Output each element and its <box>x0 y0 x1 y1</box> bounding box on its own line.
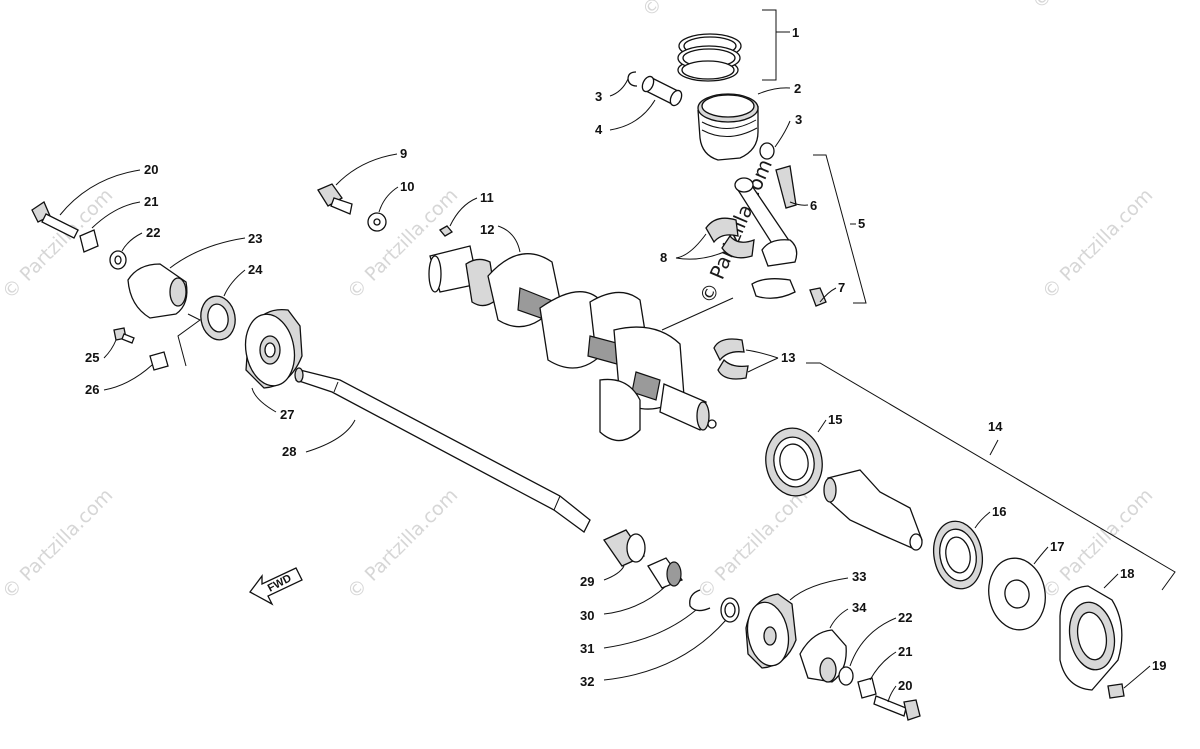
watermark: © Partzilla.com <box>693 484 812 603</box>
bearing-cover <box>1059 585 1123 691</box>
main-bearing <box>713 338 749 380</box>
callout-27: 27 <box>280 407 294 422</box>
callout-20: 20 <box>144 162 158 177</box>
needle-bearing <box>200 295 236 341</box>
callout-4: 4 <box>595 122 603 137</box>
callout-30: 30 <box>580 608 594 623</box>
callout-32: 32 <box>580 674 594 689</box>
balance-gear <box>745 593 797 669</box>
lock-tab <box>79 229 99 253</box>
ball-bearing <box>765 427 823 497</box>
callout-12: 12 <box>480 222 494 237</box>
fwd-label: FWD <box>266 572 294 594</box>
connecting-rod-bearing <box>705 217 755 259</box>
callout-16: 16 <box>992 504 1006 519</box>
callout-19: 19 <box>1152 658 1166 673</box>
callout-24: 24 <box>248 262 263 277</box>
watermark: © Partzilla.com <box>1038 184 1157 303</box>
callout-14: 14 <box>988 419 1003 434</box>
drive-gear <box>244 308 303 389</box>
washer <box>367 212 387 232</box>
bushing <box>603 529 646 567</box>
washer <box>838 666 854 686</box>
watermark: © Partzilla.com <box>343 484 462 603</box>
callout-18: 18 <box>1120 566 1134 581</box>
piston-rings <box>677 33 742 82</box>
callout-10: 10 <box>400 179 414 194</box>
balance-weight <box>799 629 847 683</box>
callout-21: 21 <box>898 644 912 659</box>
watermark: © Partzilla.com <box>638 0 757 22</box>
snap-ring <box>689 589 711 612</box>
crank-bolt <box>317 183 353 215</box>
callout-29: 29 <box>580 574 594 589</box>
callout-15: 15 <box>828 412 842 427</box>
cover-bolt <box>1107 683 1125 699</box>
washer <box>109 250 127 270</box>
callout-33: 33 <box>852 569 866 584</box>
callout-31: 31 <box>580 641 594 656</box>
needle-bearing-small <box>647 557 684 589</box>
oil-seal <box>932 520 984 590</box>
thrust-washer <box>720 597 740 623</box>
callout-20: 20 <box>898 678 912 693</box>
piston-pin <box>641 75 683 107</box>
output-shaft <box>823 469 923 551</box>
callout-3: 3 <box>595 89 602 104</box>
watermark: © Partzilla.com <box>0 484 117 603</box>
small-bolt <box>113 327 135 344</box>
balance-shaft <box>294 367 591 533</box>
callout-21: 21 <box>144 194 158 209</box>
callout-22: 22 <box>898 610 912 625</box>
callout-11: 11 <box>480 190 494 205</box>
lock-plate <box>149 351 169 371</box>
callout-28: 28 <box>282 444 296 459</box>
callout-7: 7 <box>838 280 845 295</box>
callout-1: 1 <box>792 25 799 40</box>
callout-labels: 1 2 3 3 4 5 6 7 8 9 10 11 12 13 14 15 16… <box>85 25 1166 693</box>
callout-13: 13 <box>781 350 795 365</box>
callout-9: 9 <box>400 146 407 161</box>
connecting-rod <box>734 165 827 307</box>
callout-25: 25 <box>85 350 99 365</box>
callout-23: 23 <box>248 231 262 246</box>
piston <box>697 93 759 161</box>
callout-3: 3 <box>795 112 802 127</box>
counterweight <box>127 263 188 319</box>
watermark: © Partzilla.com <box>0 184 117 303</box>
woodruff-key <box>439 225 453 237</box>
callout-2: 2 <box>794 81 801 96</box>
callout-8: 8 <box>660 250 667 265</box>
callout-34: 34 <box>852 600 867 615</box>
callout-5: 5 <box>858 216 865 231</box>
callout-22: 22 <box>146 225 160 240</box>
crankshaft <box>428 245 717 442</box>
bolt <box>31 201 79 239</box>
watermark: © Partzilla.com <box>1028 0 1147 14</box>
lock-tab <box>857 677 877 699</box>
bolt <box>873 695 921 721</box>
outer-bearing <box>988 557 1046 631</box>
callout-17: 17 <box>1050 539 1064 554</box>
callout-26: 26 <box>85 382 99 397</box>
callout-6: 6 <box>810 198 817 213</box>
forward-direction-arrow: FWD <box>249 567 303 606</box>
